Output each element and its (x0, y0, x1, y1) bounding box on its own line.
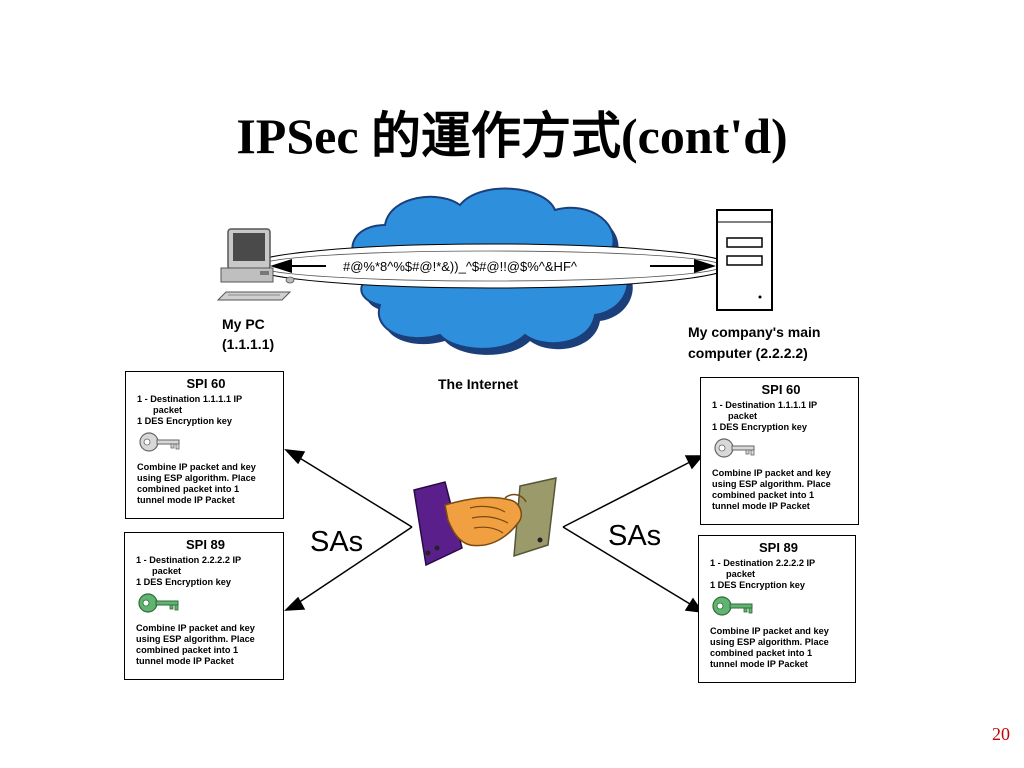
sa-arrows (284, 449, 704, 613)
sa-box-left-spi89: SPI 89 1 - Destination 2.2.2.2 IP packet… (124, 532, 284, 680)
spi-label: SPI 60 (186, 376, 226, 391)
server-tower-icon (716, 209, 773, 311)
key-line: 1 DES Encryption key (136, 577, 231, 587)
sas-label-left: SAs (310, 526, 364, 558)
server-label: My company's main computer (2.2.2.2) (688, 324, 821, 361)
ipsec-tunnel: #@%*8^%$#@!*&))_^$#@!!@$%^&HF^ (249, 243, 731, 289)
my-pc-label: My PC (1.1.1.1) (222, 316, 275, 352)
description: Combine IP packet and key using ESP algo… (137, 462, 256, 505)
destination-line: 1 - Destination 1.1.1.1 IP (712, 400, 818, 410)
page-number: 20 (992, 724, 1010, 744)
spi-label: SPI 89 (185, 537, 226, 552)
internet-label: The Internet (438, 376, 519, 392)
key-icon (139, 432, 180, 452)
sas-label-right: SAs (608, 520, 662, 552)
destination-line-cont: packet (728, 411, 758, 421)
key-line: 1 DES Encryption key (137, 416, 232, 426)
spi-label: SPI 60 (761, 382, 801, 397)
key-icon (712, 596, 753, 616)
arrowhead-left-top (284, 449, 306, 465)
destination-line-cont: packet (152, 566, 182, 576)
desktop-pc-icon (216, 228, 295, 301)
arrowhead-left-bottom (284, 596, 306, 611)
arrow-to-right-top (562, 461, 691, 528)
handshake-icon (413, 477, 557, 567)
sa-box-left-spi60: SPI 60 1 - Destination 1.1.1.1 IP packet… (125, 371, 284, 519)
description: Combine IP packet and key using ESP algo… (712, 468, 831, 511)
key-icon (714, 438, 755, 458)
arrow-to-left-bottom (297, 526, 413, 604)
key-line: 1 DES Encryption key (710, 580, 805, 590)
arrowhead-right-top (684, 455, 704, 470)
sa-box-right-spi89: SPI 89 1 - Destination 2.2.2.2 IP packet… (698, 535, 856, 683)
arrow-to-right-bottom (562, 526, 691, 605)
slide-title: IPSec 的運作方式(cont'd) (236, 108, 788, 164)
description: Combine IP packet and key using ESP algo… (710, 626, 829, 669)
key-line: 1 DES Encryption key (712, 422, 807, 432)
tunnel-arrowhead-left (270, 259, 292, 273)
destination-line: 1 - Destination 2.2.2.2 IP (710, 558, 816, 568)
destination-line-cont: packet (726, 569, 756, 579)
destination-line: 1 - Destination 2.2.2.2 IP (136, 555, 242, 565)
destination-line-cont: packet (153, 405, 183, 415)
description: Combine IP packet and key using ESP algo… (136, 623, 255, 666)
arrow-to-left-top (297, 456, 413, 528)
tunnel-arrowhead-right (694, 259, 716, 273)
destination-line: 1 - Destination 1.1.1.1 IP (137, 394, 243, 404)
tunnel-ciphertext: #@%*8^%$#@!*&))_^$#@!!@$%^&HF^ (343, 259, 578, 274)
spi-label: SPI 89 (758, 540, 799, 555)
key-icon (138, 593, 179, 613)
sa-box-right-spi60: SPI 60 1 - Destination 1.1.1.1 IP packet… (700, 377, 859, 525)
